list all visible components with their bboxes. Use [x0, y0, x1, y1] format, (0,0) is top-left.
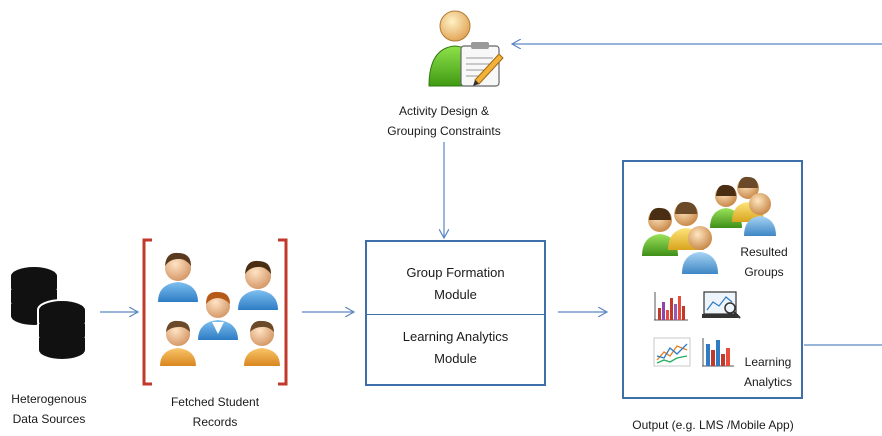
group-formation-module-label: Group Formation Module [406, 265, 505, 302]
database-stack-icon [8, 264, 90, 366]
activity-design-label: Activity Design & Grouping Constraints [387, 104, 501, 138]
resulted-groups-label: Resulted Groups [740, 245, 788, 279]
student-avatars-icon [140, 238, 290, 388]
output-box: Resulted Groups [622, 160, 803, 399]
data-sources-label: Heterogenous Data Sources [11, 392, 87, 426]
module-divider [367, 314, 544, 315]
people-group-icon [640, 172, 780, 278]
learning-analytics-label: Learning Analytics [743, 355, 793, 389]
output-label: Output (e.g. LMS /Mobile App) [632, 418, 794, 432]
teacher-with-clipboard-icon [425, 6, 505, 90]
analytics-charts-icon [652, 288, 748, 376]
module-box: Group Formation Module Learning Analytic… [365, 240, 546, 386]
student-records-label: Fetched Student Records [170, 395, 260, 429]
learning-analytics-module-label: Learning Analytics Module [402, 329, 509, 366]
